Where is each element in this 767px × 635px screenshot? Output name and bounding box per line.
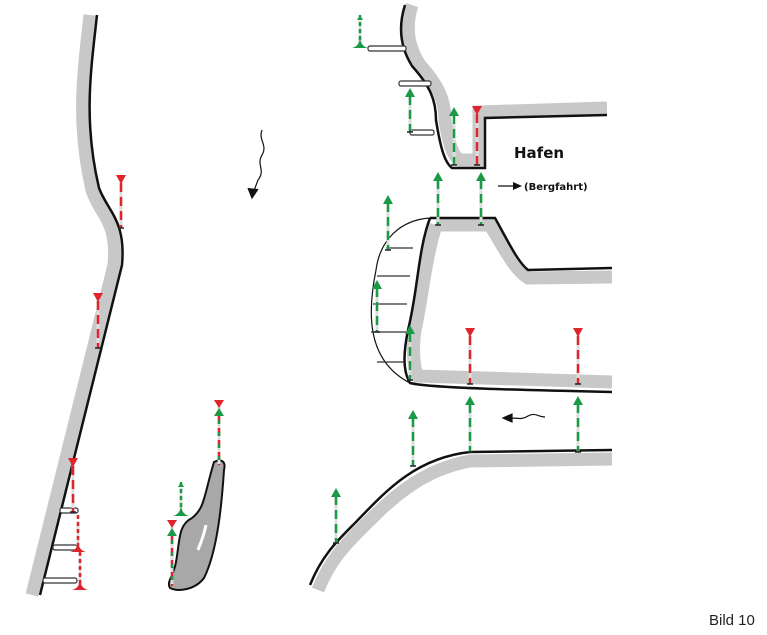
cone-marker-icon — [173, 482, 189, 516]
left-bank — [25, 14, 124, 597]
green-up-marker-icon — [449, 107, 459, 166]
figure-caption: Bild 10 — [709, 612, 755, 629]
island-highlight — [196, 524, 208, 551]
red-down-marker-icon — [465, 328, 475, 385]
green-up-marker-icon — [433, 172, 443, 226]
red-down-marker-icon — [472, 106, 482, 166]
upstream-label: (Bergfahrt) — [524, 182, 588, 193]
red-green-marker-icon — [214, 400, 224, 465]
markers — [68, 15, 583, 590]
green-up-marker-icon — [408, 410, 418, 467]
green-up-marker-icon — [573, 396, 583, 453]
upper-jetties — [367, 45, 435, 136]
upper-right-bank — [399, 3, 608, 170]
red-down-marker-icon — [573, 328, 583, 385]
green-up-marker-icon — [405, 88, 415, 133]
red-down-marker-icon — [68, 458, 78, 513]
red-down-marker-icon — [93, 293, 103, 349]
green-up-marker-icon — [372, 280, 382, 333]
island — [167, 459, 226, 591]
lower-right-bank — [308, 448, 613, 593]
green-up-marker-icon — [331, 488, 341, 544]
green-up-marker-icon — [383, 195, 393, 251]
red-down-marker-icon — [116, 175, 126, 229]
cone-marker-icon — [70, 515, 86, 552]
green-up-marker-icon — [465, 396, 475, 453]
direction-arrow-icon — [498, 182, 522, 190]
middle-pier — [370, 216, 613, 394]
harbor-label: Hafen — [514, 144, 564, 162]
current-arrow-icon — [247, 129, 265, 200]
cone-marker-icon — [72, 552, 88, 590]
current-arrow-icon — [501, 413, 546, 423]
cone-marker-icon — [352, 15, 368, 48]
red-green-marker-icon — [167, 520, 177, 586]
green-up-marker-icon — [405, 325, 415, 381]
green-up-marker-icon — [476, 172, 486, 226]
left-jetties — [42, 507, 79, 584]
